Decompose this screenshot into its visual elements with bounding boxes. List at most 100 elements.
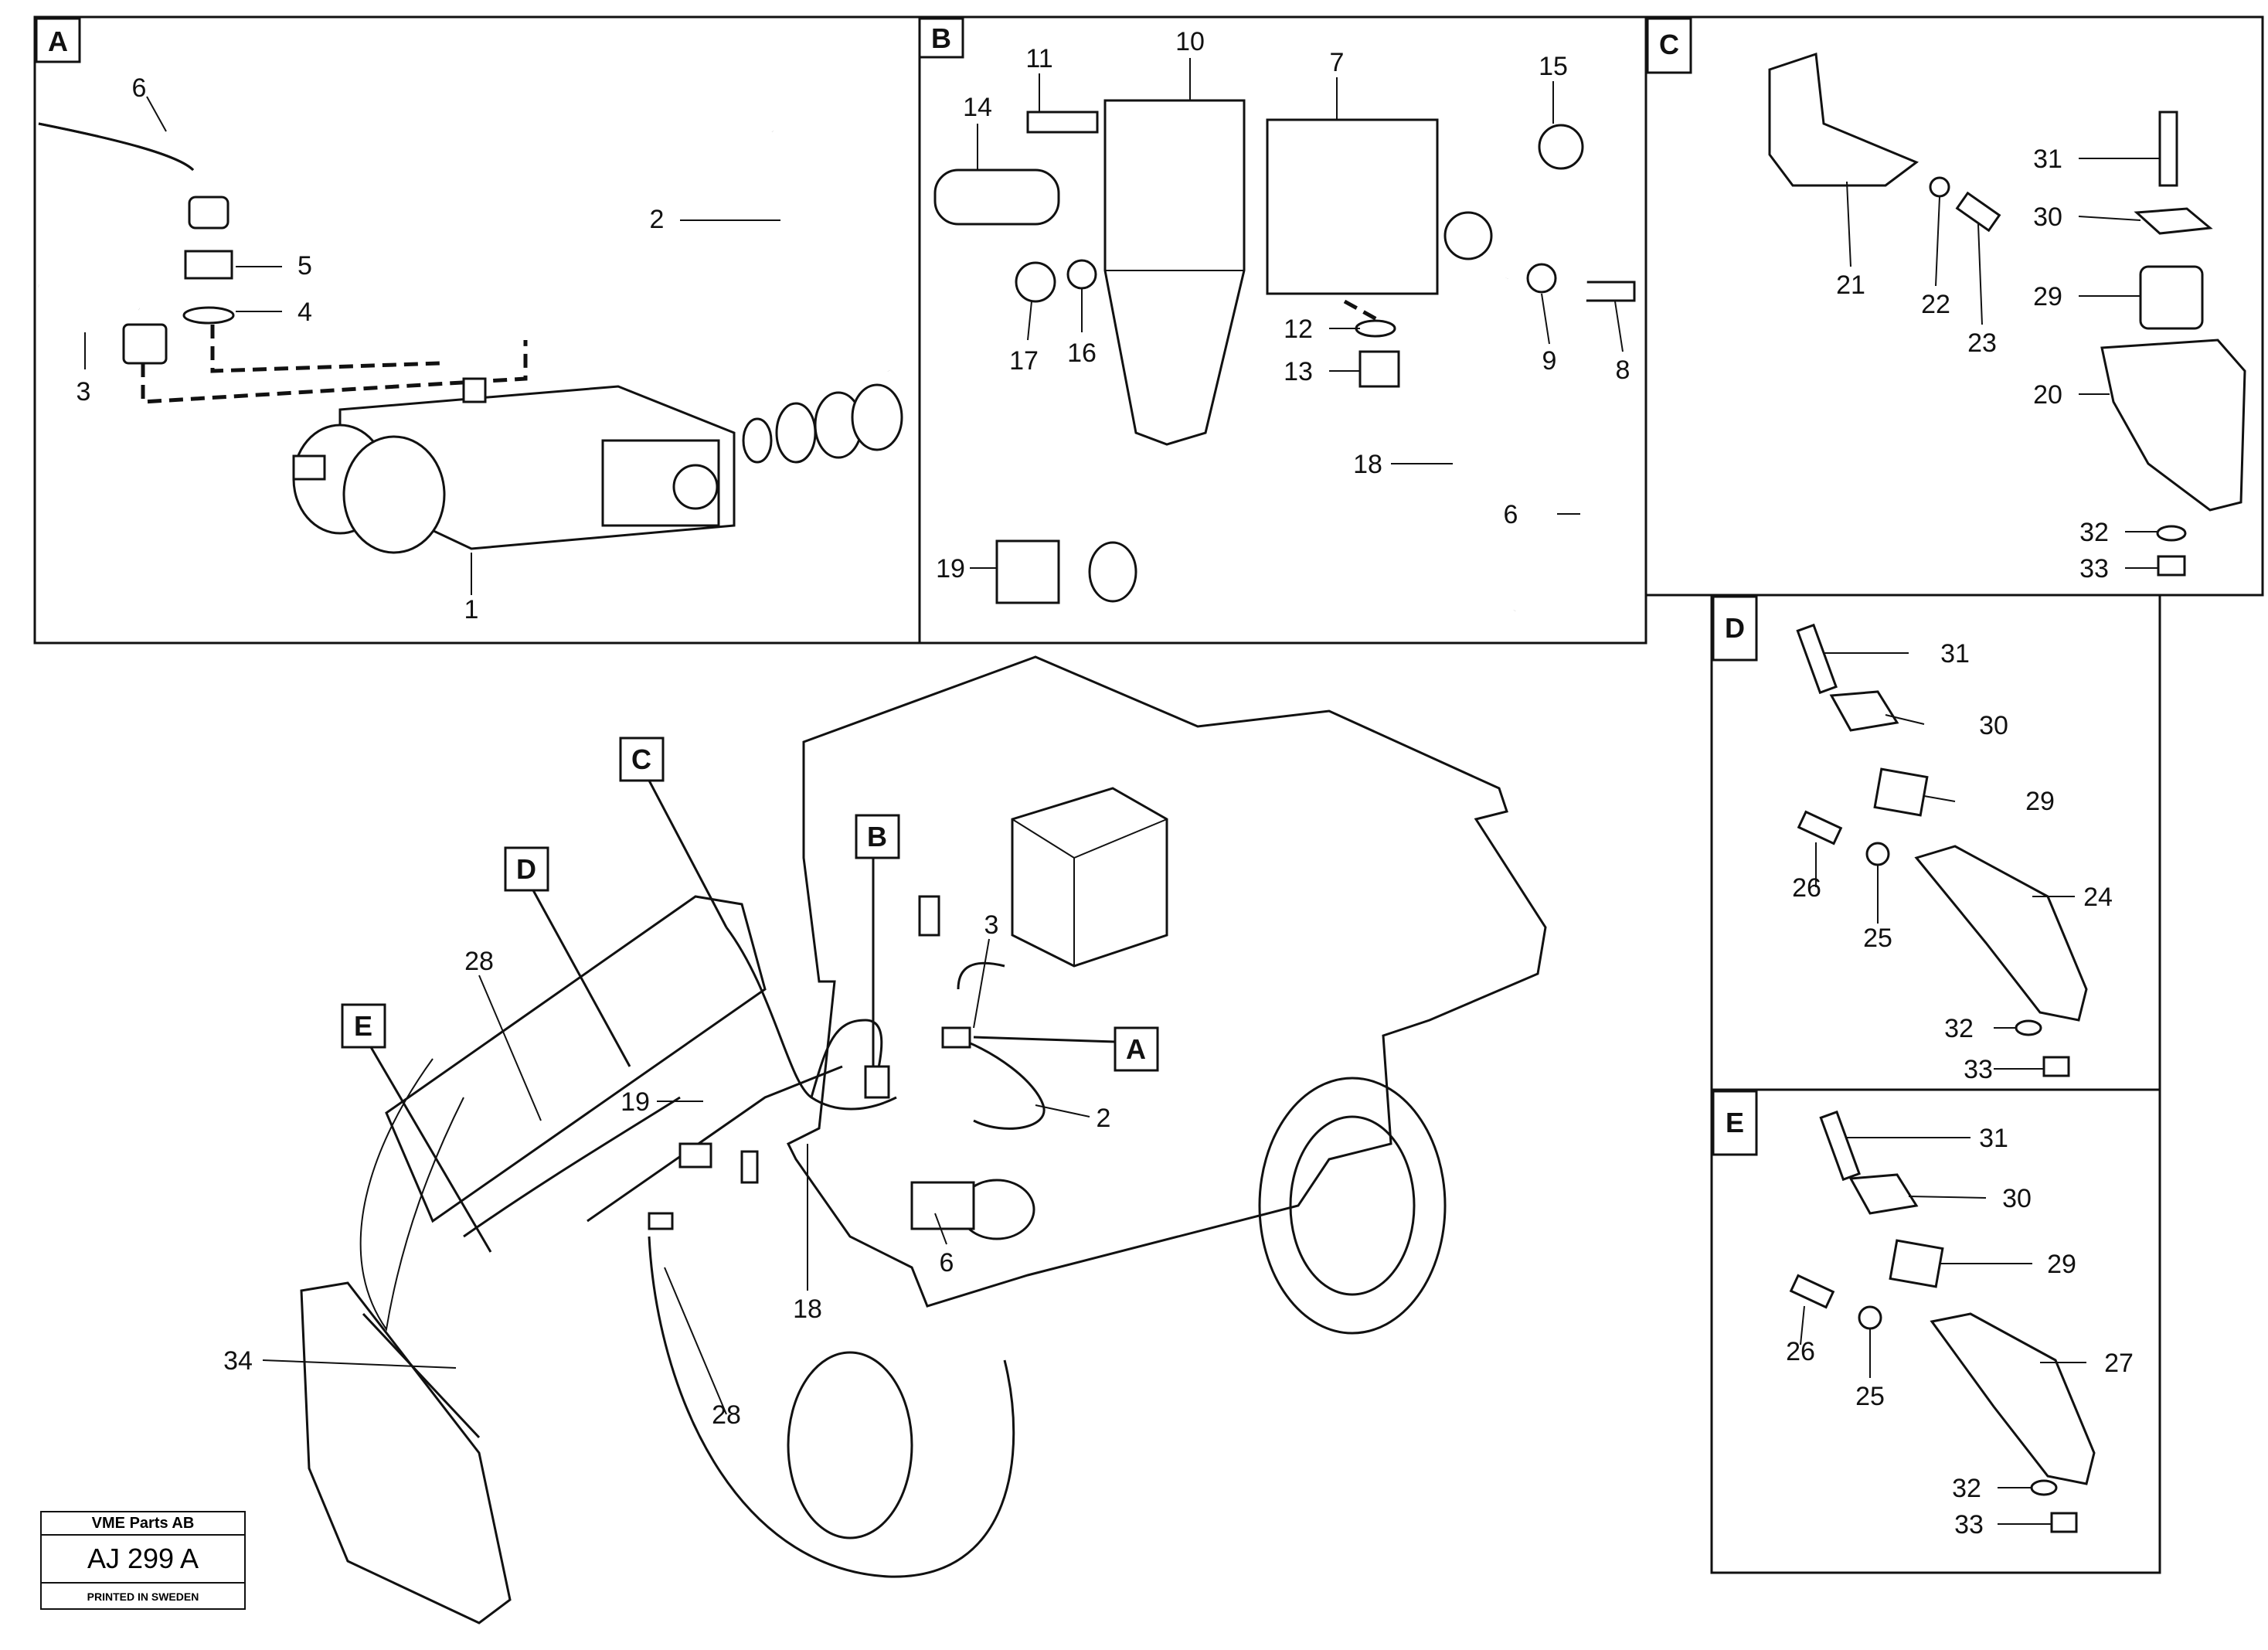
fitting-3 xyxy=(122,323,168,365)
panel-a-label: A xyxy=(48,26,68,57)
part-number-26-d: 26 xyxy=(1792,873,1821,903)
block-7 xyxy=(1266,118,1439,295)
part-number-29-d: 29 xyxy=(2025,787,2055,816)
callout-e: E xyxy=(354,1010,372,1042)
part-number-16: 16 xyxy=(1067,339,1097,368)
washer-32-e xyxy=(2030,1479,2058,1496)
part-number-15: 15 xyxy=(1539,52,1568,81)
printed-in: PRINTED IN SWEDEN xyxy=(87,1590,199,1603)
part-number-14: 14 xyxy=(963,93,992,122)
part-number-1: 1 xyxy=(464,595,479,624)
coupling-14 xyxy=(933,168,1060,226)
callout-d: D xyxy=(516,853,536,885)
washer-22 xyxy=(1929,176,1950,198)
plate-30-e xyxy=(1848,1173,1919,1215)
part-number-29-e: 29 xyxy=(2047,1250,2076,1279)
panel-c: C 21 22 23 31 30 29 20 32 33 xyxy=(1644,15,2264,597)
bolt-31-c xyxy=(2158,111,2178,187)
clamp-29-c xyxy=(2139,265,2204,330)
part-number-26-e: 26 xyxy=(1786,1337,1815,1366)
part-number-6: 6 xyxy=(132,73,147,103)
filter-10 xyxy=(1103,99,1246,446)
screw-11 xyxy=(1026,111,1099,134)
fitting-6 xyxy=(188,196,230,230)
part-number-32-d: 32 xyxy=(1944,1014,1974,1043)
panel-d: D 31 30 29 24 26 25 32 33 xyxy=(1710,594,2161,1091)
nipple-13 xyxy=(1358,350,1400,388)
plate-30-c xyxy=(2134,207,2213,235)
title-block: VME Parts AB AJ 299 A PRINTED IN SWEDEN xyxy=(40,1511,246,1610)
callout-b: B xyxy=(867,821,887,852)
part-number-31-e: 31 xyxy=(1979,1124,2008,1153)
clamp-29-d xyxy=(1873,767,1929,817)
part-number-28-bottom: 28 xyxy=(712,1400,741,1430)
part-number-20: 20 xyxy=(2033,380,2062,410)
elbow-15 xyxy=(1538,124,1584,170)
screw-26-d xyxy=(1797,810,1843,845)
washer-32-d xyxy=(2015,1019,2042,1036)
part-number-18: 18 xyxy=(793,1294,822,1324)
part-number-2-main: 2 xyxy=(1097,1104,1111,1133)
part-number-32-c: 32 xyxy=(2079,518,2109,547)
part-number-4: 4 xyxy=(298,298,312,327)
part-number-18-b: 18 xyxy=(1353,450,1382,479)
bolt-31-e xyxy=(1819,1110,1861,1182)
part-number-7: 7 xyxy=(1330,48,1345,77)
part-number-30-c: 30 xyxy=(2033,202,2062,232)
part-number-32-e: 32 xyxy=(1952,1474,1981,1503)
nut-33-d xyxy=(2042,1056,2070,1077)
part-number-31-d: 31 xyxy=(1940,639,1970,669)
part-number-25-d: 25 xyxy=(1863,924,1892,953)
washer-25-e xyxy=(1858,1305,1882,1330)
panel-c-label: C xyxy=(1659,29,1679,60)
panel-e: E 31 30 29 27 26 25 32 33 xyxy=(1710,1088,2161,1574)
callout-c: C xyxy=(631,743,651,775)
part-number-29-c: 29 xyxy=(2033,282,2062,311)
nut-33-e xyxy=(2050,1512,2078,1533)
washer-32-c xyxy=(2156,525,2187,542)
callout-a: A xyxy=(1126,1033,1146,1065)
part-number-5: 5 xyxy=(298,251,312,281)
screw-23 xyxy=(1955,191,2001,233)
bracket-21 xyxy=(1768,52,1919,187)
part-number-21: 21 xyxy=(1836,270,1865,300)
part-number-31-c: 31 xyxy=(2033,145,2062,174)
machine-view: C D E B A 28 19 3 2 6 18 28 34 xyxy=(223,655,1547,1624)
bracket-20 xyxy=(2100,339,2246,512)
part-number-3-main: 3 xyxy=(984,910,999,940)
part-number-33-e: 33 xyxy=(1954,1510,1984,1539)
part-number-30-e: 30 xyxy=(2002,1184,2032,1213)
washer-16 xyxy=(1066,259,1097,290)
washer-4 xyxy=(182,306,235,325)
washer-25-d xyxy=(1865,842,1890,866)
panel-b: B xyxy=(918,15,1647,645)
bolt-31-d xyxy=(1796,623,1838,695)
clamp-29-e xyxy=(1889,1239,1944,1288)
washer-9 xyxy=(1526,263,1557,294)
tee-19 xyxy=(995,539,1060,604)
part-number-6-b: 6 xyxy=(1504,500,1518,529)
part-number-33-d: 33 xyxy=(1964,1055,1993,1084)
battery-box xyxy=(1011,787,1168,968)
washer-12 xyxy=(1355,319,1396,338)
part-number-25-e: 25 xyxy=(1855,1382,1885,1411)
plate-30-d xyxy=(1829,690,1899,732)
nut-33-c xyxy=(2157,555,2186,577)
company-name: VME Parts AB xyxy=(42,1512,244,1536)
part-number-6-main: 6 xyxy=(940,1248,954,1277)
part-number-8: 8 xyxy=(1616,356,1630,385)
plug-17 xyxy=(1015,261,1056,303)
part-number-12: 12 xyxy=(1284,315,1313,344)
part-number-11: 11 xyxy=(1025,44,1052,73)
panel-d-label: D xyxy=(1725,612,1745,644)
panel-e-label: E xyxy=(1726,1107,1744,1138)
screw-26-e xyxy=(1789,1274,1835,1309)
part-number-19: 19 xyxy=(621,1087,650,1117)
part-number-3: 3 xyxy=(77,377,91,407)
panel-b-label: B xyxy=(931,22,951,54)
part-number-24: 24 xyxy=(2083,883,2113,912)
part-number-10: 10 xyxy=(1175,27,1205,56)
part-number-17: 17 xyxy=(1009,346,1039,376)
drawing-code: AJ 299 A xyxy=(42,1536,244,1584)
